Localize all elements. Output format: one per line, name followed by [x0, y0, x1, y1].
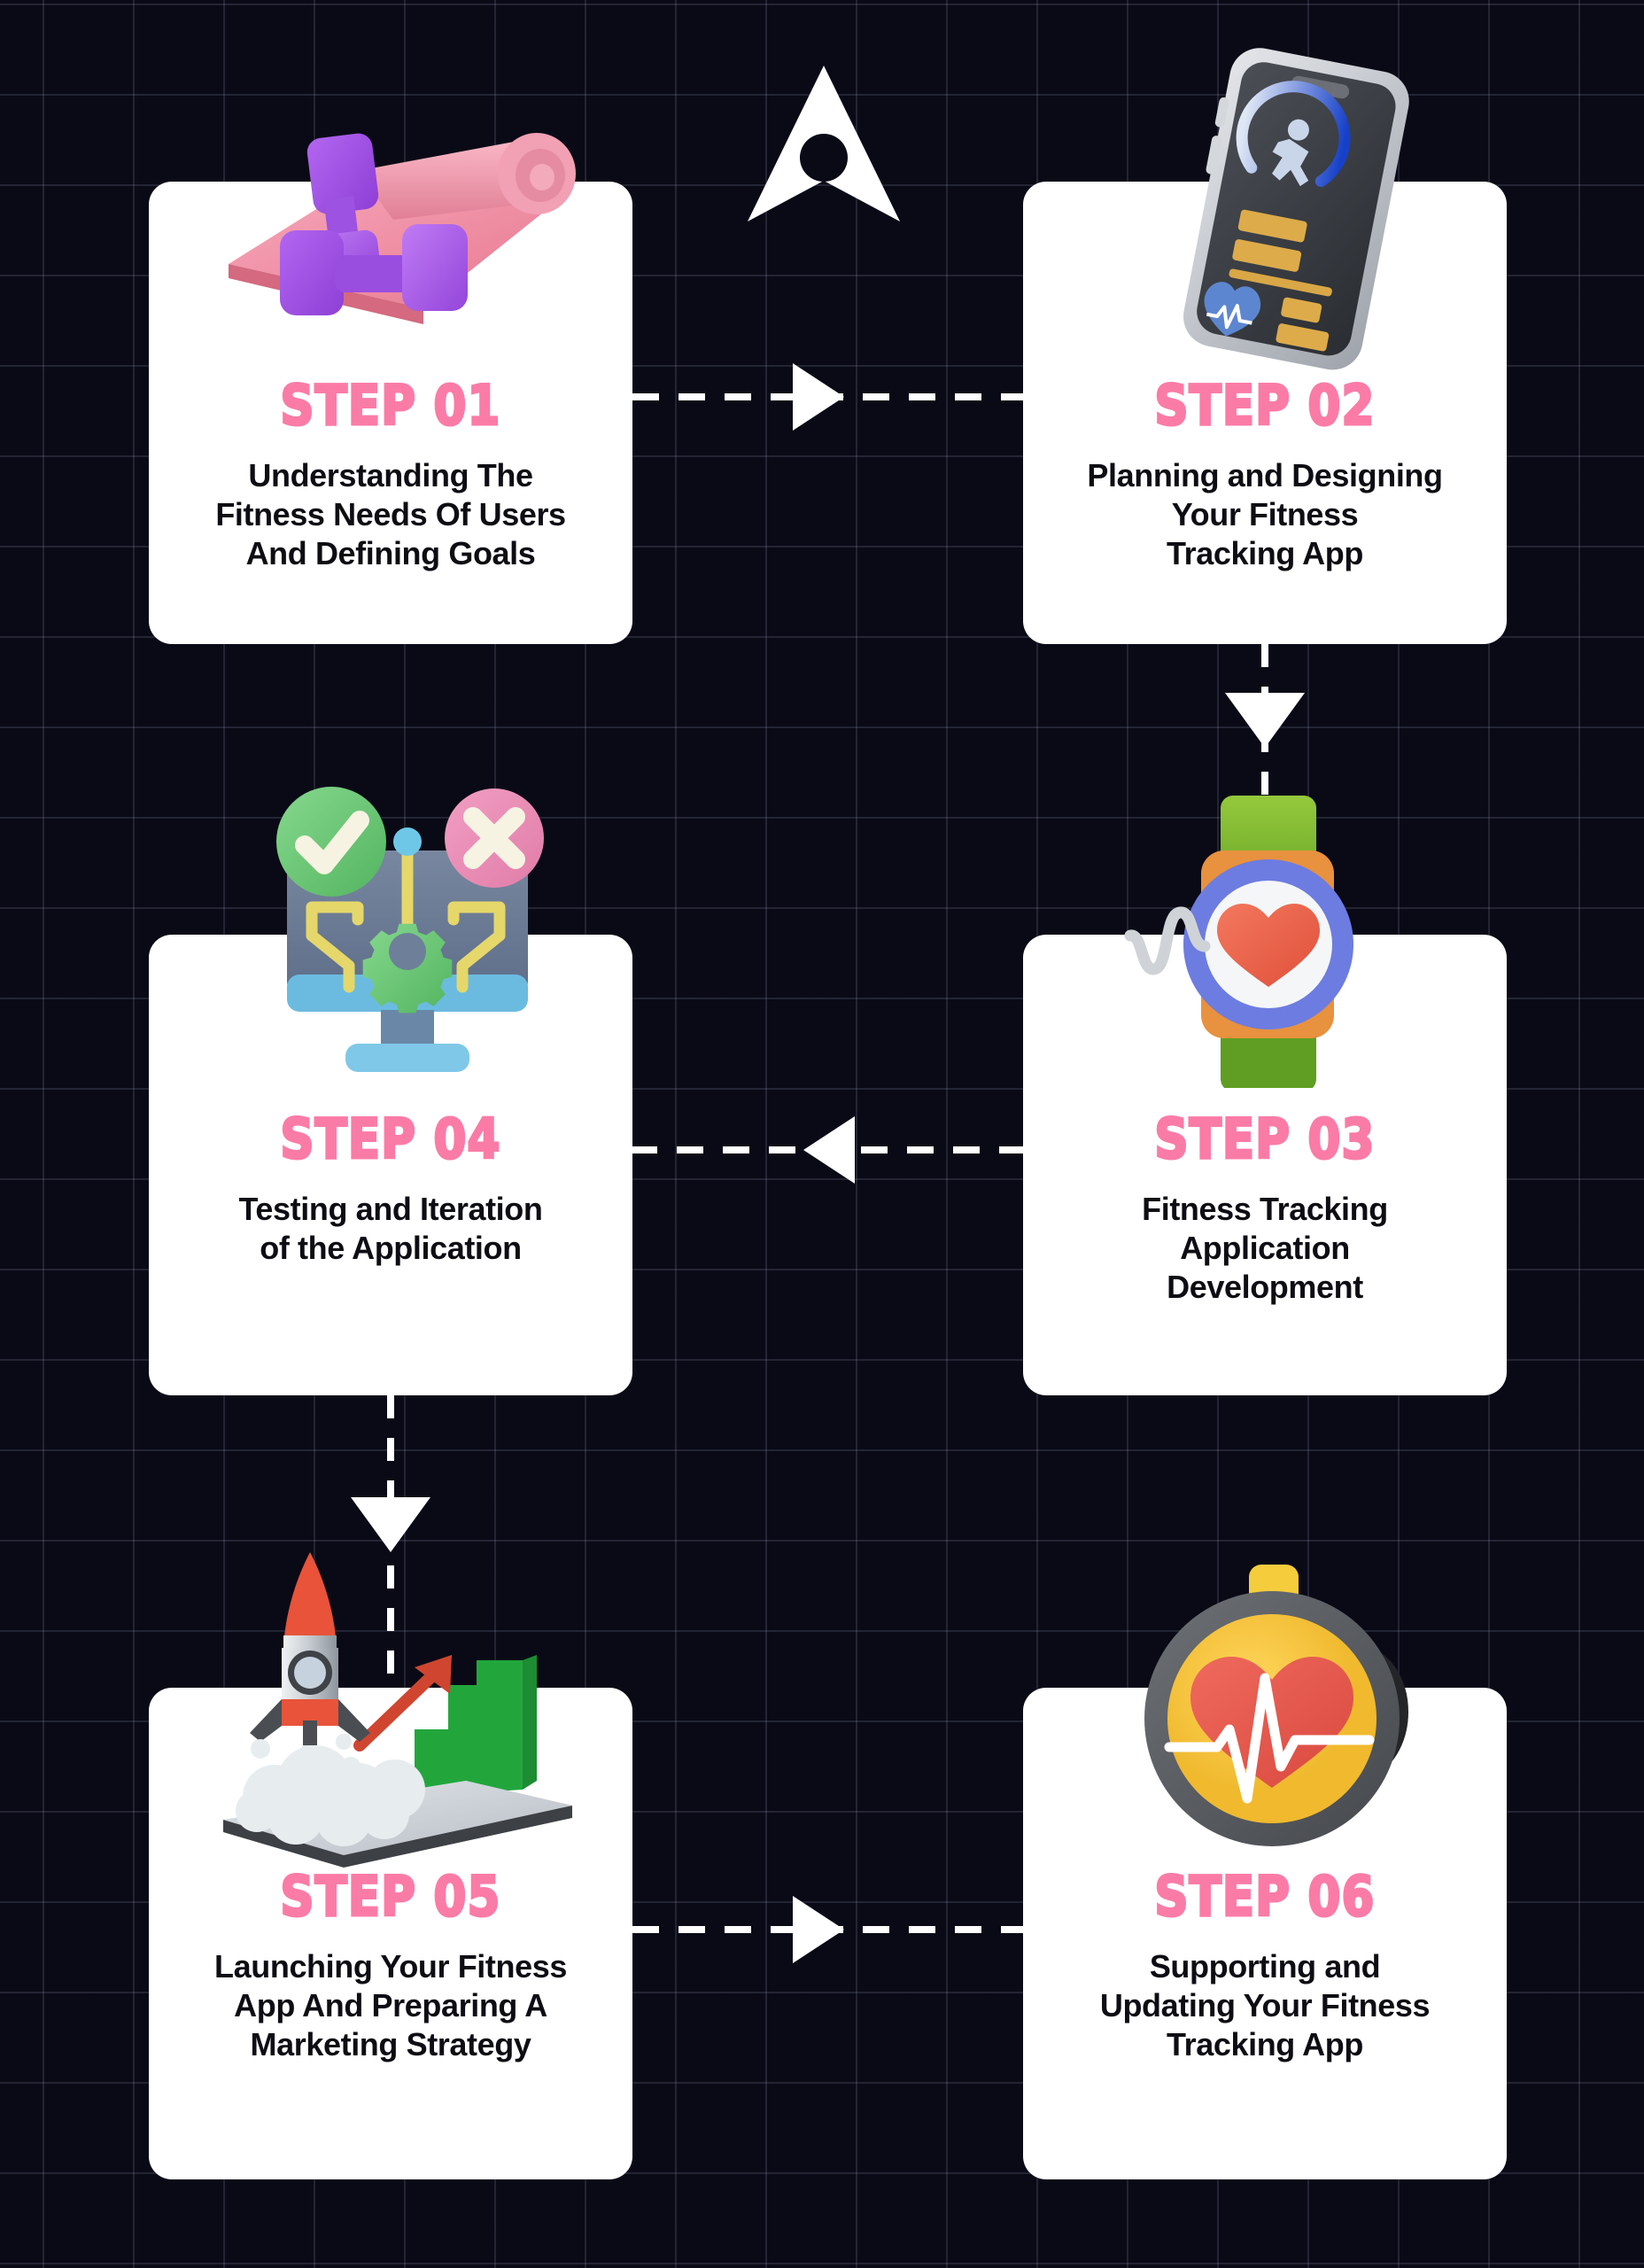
- connector-arrow-right-bottom: [793, 1896, 844, 1963]
- step-desc-line: And Defining Goals: [245, 534, 536, 571]
- step-label-02: STEP 02: [1153, 373, 1376, 438]
- step-desc-line: Fitness Needs Of Users: [215, 495, 566, 532]
- step-desc-line: Planning and Designing: [1087, 457, 1443, 493]
- connector-step2-to-step3: [1261, 644, 1268, 936]
- connector-arrow-down-right: [1225, 693, 1305, 748]
- step-description-02: Planning and Designing Your Fitness Trac…: [1087, 456, 1443, 573]
- connector-arrow-left-middle: [803, 1116, 855, 1184]
- step-description-05: Launching Your Fitness App And Preparing…: [214, 1947, 567, 2064]
- step-description-03: Fitness Tracking Application Development: [1142, 1190, 1388, 1307]
- step-desc-line: Tracking App: [1167, 2025, 1363, 2062]
- step-desc-line: Testing and Iteration: [238, 1191, 543, 1227]
- step-desc-line: App And Preparing A: [234, 1986, 547, 2023]
- step-label-05: STEP 05: [279, 1864, 501, 1929]
- step-desc-line: Your Fitness: [1171, 495, 1359, 532]
- step-label-03: STEP 03: [1153, 1107, 1376, 1171]
- step-card-step-04[interactable]: STEP 04 Testing and Iteration of the App…: [149, 935, 632, 1395]
- step-desc-line: Supporting and: [1149, 1948, 1381, 1984]
- connector-arrow-down-left: [351, 1497, 430, 1552]
- step-card-step-06[interactable]: STEP 06 Supporting and Updating Your Fit…: [1023, 1688, 1507, 2179]
- step-desc-line: Application: [1180, 1229, 1350, 1266]
- connector-arrow-right-top: [793, 363, 844, 431]
- step-desc-line: of the Application: [260, 1229, 522, 1266]
- navigation-arrow-icon: [748, 66, 900, 221]
- step-description-01: Understanding The Fitness Needs Of Users…: [215, 456, 566, 573]
- step-description-06: Supporting and Updating Your Fitness Tra…: [1099, 1947, 1431, 2064]
- step-label-01: STEP 01: [279, 373, 501, 438]
- step-label-06: STEP 06: [1153, 1864, 1376, 1929]
- step-desc-line: Tracking App: [1167, 534, 1363, 571]
- step-desc-line: Understanding The: [248, 457, 533, 493]
- step-card-step-02[interactable]: STEP 02 Planning and Designing Your Fitn…: [1023, 182, 1507, 644]
- step-label-04: STEP 04: [279, 1107, 501, 1171]
- step-card-step-03[interactable]: STEP 03 Fitness Tracking Application Dev…: [1023, 935, 1507, 1395]
- step-desc-line: Updating Your Fitness: [1099, 1986, 1431, 2023]
- step-card-step-01[interactable]: STEP 01 Understanding The Fitness Needs …: [149, 182, 632, 644]
- step-desc-line: Development: [1167, 1268, 1363, 1305]
- step-desc-line: Fitness Tracking: [1142, 1191, 1388, 1227]
- step-desc-line: Launching Your Fitness: [214, 1948, 567, 1984]
- step-card-step-05[interactable]: STEP 05 Launching Your Fitness App And P…: [149, 1688, 632, 2179]
- step-description-04: Testing and Iteration of the Application: [239, 1190, 543, 1268]
- step-desc-line: Marketing Strategy: [250, 2025, 531, 2062]
